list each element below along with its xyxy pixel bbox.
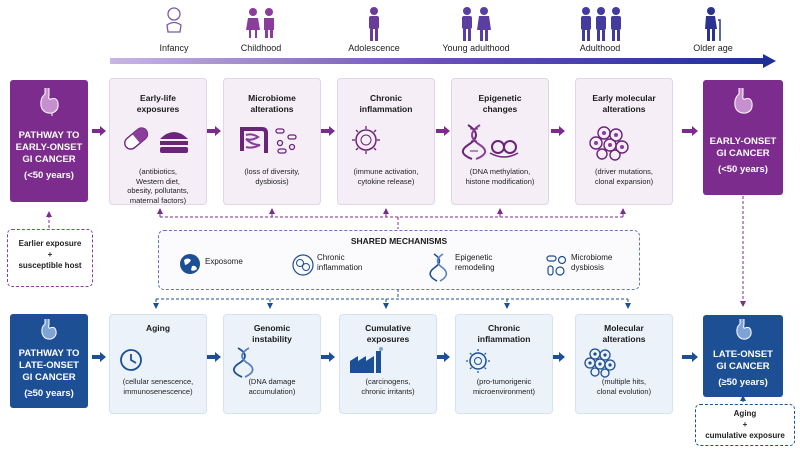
infant-icon [166, 7, 182, 33]
intestine-icon [240, 127, 297, 154]
late-flow-arrows [92, 352, 698, 362]
late-onset-outcome-box: LATE-ONSET GI CANCER (≥50 years) [703, 315, 783, 397]
adolescent-icon [369, 7, 379, 41]
early-outcome-line-3: (<50 years) [718, 164, 768, 175]
early-pathway-title-1: PATHWAY TO [18, 130, 80, 141]
stomach-icon [40, 88, 59, 116]
late-outcome-line-2: GI CANCER [716, 361, 770, 372]
stage-adolescence: Adolescence [348, 43, 400, 53]
step-title: Aging [145, 323, 171, 333]
children-icon [246, 8, 274, 38]
late-risk-note: Aging + cumulative exposure [695, 404, 795, 446]
late-dashed-connectors [153, 289, 746, 402]
step-description: (DNA methylation,histone modification) [465, 167, 535, 186]
stomach-icon [41, 319, 57, 340]
step-description: (multiple hits,clonal evolution) [596, 377, 652, 396]
late-pathway-title-1: PATHWAY TO [18, 348, 80, 359]
step-description: (cellular senescence,immunosenescence) [122, 377, 194, 396]
pill-burger-icon [124, 127, 188, 153]
stage-infancy: Infancy [159, 43, 189, 53]
dna-histone-icon [461, 124, 519, 160]
late-pathway-title-3: GI CANCER [22, 372, 76, 383]
early-pathway-title-2: EARLY-ONSET [15, 142, 83, 153]
step-description: (immune activation,cytokine release) [353, 167, 419, 186]
early-pathway-title-3: GI CANCER [22, 154, 76, 165]
dna-icon [429, 253, 448, 282]
shared-mechanisms-title: SHARED MECHANISMS [350, 236, 448, 246]
clock-icon [120, 349, 142, 371]
step-description: (loss of diversity,dysbiosis) [244, 167, 300, 186]
step-description: (carcinogens,chronic irritants) [361, 377, 415, 396]
early-pathway-title-4: (<50 years) [24, 170, 74, 181]
inflammation-cells-icon [292, 254, 314, 276]
step-description: (driver mutations,clonal expansion) [594, 167, 654, 186]
inflammation-icon [352, 126, 380, 154]
elderly-icon [705, 7, 721, 41]
late-outcome-line-1: LATE-ONSET [713, 349, 773, 360]
late-onset-pathway-box: PATHWAY TO LATE-ONSET GI CANCER (≥50 yea… [10, 314, 88, 408]
microbes-icon [546, 255, 567, 276]
early-outcome-line-1: EARLY-ONSET [709, 136, 777, 147]
late-outcome-line-3: (≥50 years) [718, 377, 768, 388]
stage-adulthood: Adulthood [579, 43, 621, 53]
early-flow-arrows [92, 126, 698, 136]
late-pathway-title-2: LATE-ONSET [19, 360, 79, 371]
globe-icon [180, 254, 200, 274]
stage-older-age: Older age [693, 43, 733, 53]
late-pathway-title-4: (≥50 years) [24, 388, 74, 399]
factory-icon [350, 347, 383, 373]
cell-cluster-icon [589, 126, 629, 161]
timeline-arrow [110, 54, 776, 68]
dna-icon [232, 347, 254, 378]
adults-icon [581, 7, 621, 41]
stomach-icon [736, 319, 752, 340]
inflammation-icon [466, 349, 490, 373]
young-adults-icon [462, 7, 491, 41]
early-onset-pathway-box: PATHWAY TO EARLY-ONSET GI CANCER (<50 ye… [10, 80, 88, 202]
stomach-icon [734, 88, 753, 114]
early-outcome-line-2: GI CANCER [716, 148, 770, 159]
stage-young-adulthood: Young adulthood [442, 43, 510, 53]
stage-childhood: Childhood [240, 43, 282, 53]
early-onset-outcome-box: EARLY-ONSET GI CANCER (<50 years) [703, 80, 783, 195]
late-step-aging: Aging (cellular senescence,immunosenesce… [109, 314, 207, 414]
shared-item-exposome: Exposome [179, 253, 243, 278]
cell-cluster-icon [584, 348, 616, 378]
early-risk-note: Earlier exposure + susceptible host [7, 229, 93, 287]
early-dashed-connectors [46, 196, 746, 307]
step-description: (antibiotics,Western diet,obesity, pollu… [127, 167, 189, 205]
